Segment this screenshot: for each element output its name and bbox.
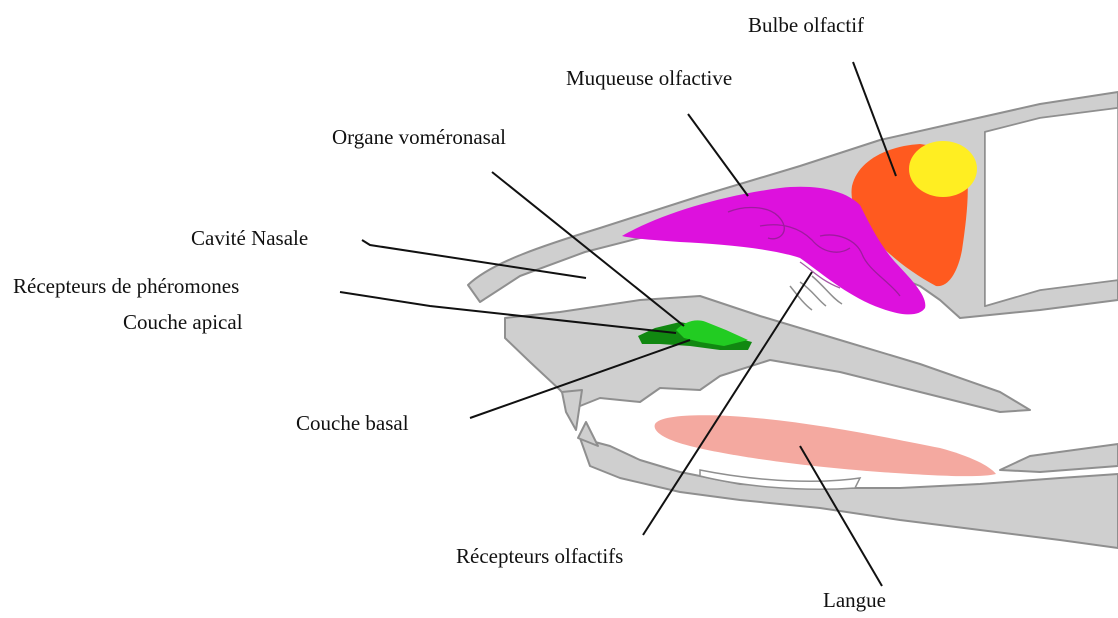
- olfactory-bulb-spot: [909, 141, 977, 197]
- label-recepteurs-olfactifs: Récepteurs olfactifs: [456, 544, 623, 568]
- leader-muqueuse-olfactive: [688, 114, 748, 196]
- label-muqueuse-olfactive: Muqueuse olfactive: [566, 66, 732, 90]
- upper-canine: [562, 390, 582, 430]
- label-langue: Langue: [823, 588, 886, 612]
- label-couche-apical: Couche apical: [123, 310, 243, 334]
- lower-jaw-inner: [1000, 444, 1118, 472]
- label-bulbe-olfactif: Bulbe olfactif: [748, 13, 864, 37]
- label-organe-vomeronasal: Organe voméronasal: [332, 125, 506, 149]
- label-cavite-nasale: Cavité Nasale: [191, 226, 308, 250]
- cranial-cavity: [985, 108, 1118, 306]
- label-recepteurs-pheromones: Récepteurs de phéromones: [13, 274, 239, 298]
- tongue: [655, 415, 996, 476]
- label-couche-basal: Couche basal: [296, 411, 409, 435]
- upper-jaw-bone: [505, 296, 1030, 412]
